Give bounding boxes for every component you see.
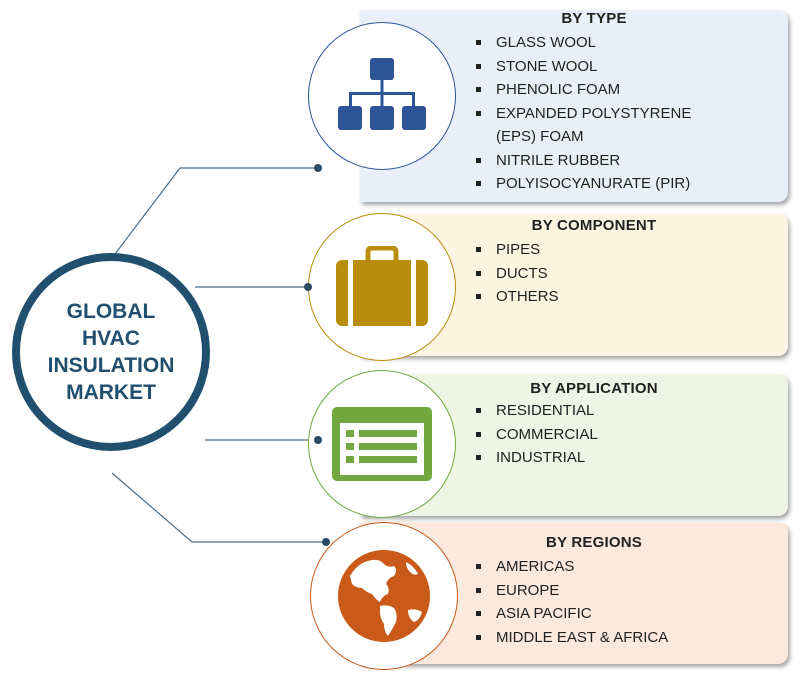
segment-list-type: GLASS WOOL STONE WOOL PHENOLIC FOAM EXPA… <box>472 31 772 196</box>
segment-title-regions: BY REGIONS <box>546 534 642 551</box>
list-item: DUCTS <box>472 262 772 286</box>
list-item: PIPES <box>472 238 772 262</box>
connector-dot-component <box>304 283 312 291</box>
segment-title-type: BY TYPE <box>561 10 627 27</box>
segment-title-application: BY APPLICATION <box>530 380 658 397</box>
list-item: RESIDENTIAL <box>472 399 772 423</box>
icon-circle-application <box>308 370 456 518</box>
list-item: NITRILE RUBBER <box>472 149 772 173</box>
globe-icon <box>338 550 430 642</box>
list-item: STONE WOOL <box>472 55 772 79</box>
connector-dot-type <box>314 164 322 172</box>
connector-line-regions <box>111 472 326 543</box>
list-item: EUROPE <box>472 579 772 603</box>
connector-dot-application <box>314 436 322 444</box>
main-market-circle: GLOBAL HVAC INSULATION MARKET <box>12 253 210 451</box>
segment-list-regions: AMERICAS EUROPE ASIA PACIFIC MIDDLE EAST… <box>472 555 772 649</box>
list-window-icon <box>332 407 432 481</box>
list-item: ASIA PACIFIC <box>472 602 772 626</box>
list-item: OTHERS <box>472 285 772 309</box>
connector-dot-regions <box>322 538 330 546</box>
briefcase-icon <box>336 246 428 326</box>
list-item: POLYISOCYANURATE (PIR) <box>472 172 772 196</box>
list-item: GLASS WOOL <box>472 31 772 55</box>
list-item: AMERICAS <box>472 555 772 579</box>
list-item: MIDDLE EAST & AFRICA <box>472 626 772 650</box>
list-item-continued: (EPS) FOAM <box>496 128 584 145</box>
list-item: PHENOLIC FOAM <box>472 78 772 102</box>
segment-list-component: PIPES DUCTS OTHERS <box>472 238 772 309</box>
segment-title-component: BY COMPONENT <box>531 217 657 234</box>
icon-circle-component <box>308 213 456 361</box>
list-item: EXPANDED POLYSTYRENE <box>472 102 772 126</box>
list-item: INDUSTRIAL <box>472 446 772 470</box>
icon-circle-type <box>308 22 456 170</box>
hierarchy-icon <box>338 58 426 130</box>
segment-list-application: RESIDENTIAL COMMERCIAL INDUSTRIAL <box>472 399 772 470</box>
icon-circle-regions <box>310 522 458 670</box>
list-item: COMMERCIAL <box>472 423 772 447</box>
connector-line-type <box>111 167 318 259</box>
main-title: GLOBAL HVAC INSULATION MARKET <box>47 300 175 404</box>
